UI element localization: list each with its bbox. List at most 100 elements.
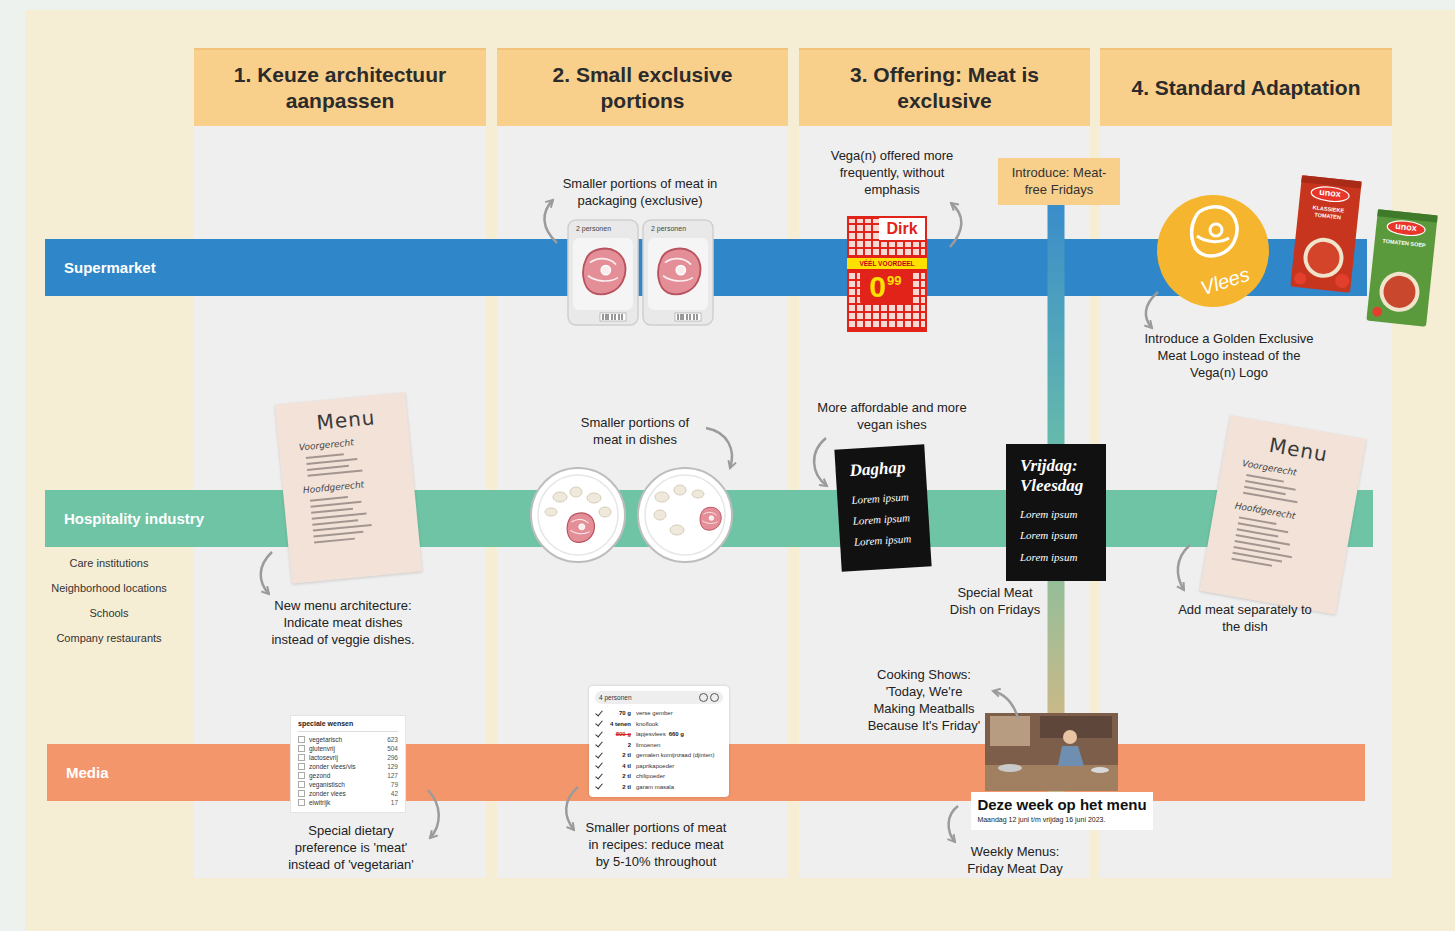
flyer-cells bbox=[849, 271, 925, 328]
checkbox bbox=[298, 763, 305, 770]
leader-arrows bbox=[261, 200, 1190, 842]
soup-bowl bbox=[1302, 236, 1346, 280]
logo-fat bbox=[1197, 236, 1229, 242]
tray bbox=[643, 220, 713, 325]
checkbox bbox=[298, 745, 305, 752]
servings-bar: 4 personen bbox=[595, 691, 723, 704]
plate bbox=[531, 468, 625, 562]
tomato bbox=[1334, 273, 1349, 288]
band-label: Supermarket bbox=[45, 239, 156, 296]
text-line bbox=[1236, 534, 1291, 546]
steak bbox=[583, 249, 625, 295]
leader-arrow bbox=[950, 203, 961, 247]
ingredient-row: 800 glapjesvlees660 g bbox=[595, 729, 723, 740]
flyer-cells bbox=[849, 219, 879, 257]
flyer-band bbox=[847, 258, 927, 269]
filter-count: 129 bbox=[387, 763, 398, 770]
ingredient-name: limoenen bbox=[636, 742, 660, 748]
menu-section: Hoofdgerecht bbox=[303, 476, 403, 496]
group-label: Schools bbox=[34, 606, 184, 620]
weekly-menu-box: Deze week op het menuMaandag 12 juni t/m… bbox=[971, 792, 1152, 830]
leader-arrow bbox=[1178, 545, 1190, 590]
leader-arrow bbox=[428, 790, 439, 838]
text-line bbox=[310, 496, 348, 502]
servings-buttons bbox=[697, 693, 719, 702]
annotation: Vega(n) offered more frequently, without… bbox=[822, 148, 962, 199]
ingredient-name: lapjesvlees bbox=[636, 731, 666, 737]
text-line bbox=[311, 507, 353, 513]
brand-oval bbox=[1311, 185, 1350, 203]
meat-tray bbox=[568, 220, 638, 325]
price-ground bbox=[860, 270, 912, 304]
ingredient-row: 2limoenen bbox=[595, 740, 723, 751]
soup-pack bbox=[1366, 209, 1437, 327]
potato bbox=[553, 492, 567, 502]
ingredient-name: chilipoeder bbox=[636, 773, 665, 779]
flyer-logo: Dirk bbox=[879, 220, 925, 238]
servings-label: 4 personen bbox=[599, 694, 632, 701]
ingredient-row: 2 tlgaram masala bbox=[595, 782, 723, 793]
tray-inner bbox=[648, 238, 708, 310]
leader-arrow bbox=[814, 438, 827, 486]
logo-bone bbox=[1210, 224, 1222, 236]
checkbox bbox=[298, 736, 305, 743]
potato bbox=[674, 485, 686, 495]
filter-row: eiwitrijk17 bbox=[298, 798, 398, 807]
round-button bbox=[699, 693, 708, 702]
leader-arrow bbox=[261, 552, 272, 594]
photo-shelves bbox=[990, 716, 1030, 746]
filter-row: zonder vlees42 bbox=[298, 789, 398, 798]
dietary-filter-card: speciale wensenvegetarisch623glutenvrij5… bbox=[290, 715, 406, 813]
meat-logo bbox=[1157, 195, 1269, 307]
potato bbox=[654, 510, 666, 520]
check-mark bbox=[595, 761, 603, 769]
tray-inner bbox=[573, 238, 633, 310]
plate-inner bbox=[645, 475, 725, 555]
dish-line: Lorem ipsum bbox=[1020, 528, 1098, 542]
plate-rim bbox=[638, 468, 732, 562]
dish-card: Vrijdag: VleesdagLorem ipsumLorem ipsumL… bbox=[1006, 444, 1106, 581]
soup-bowl bbox=[1378, 270, 1422, 314]
checkbox bbox=[298, 790, 305, 797]
potato bbox=[599, 507, 611, 517]
annotation: Smaller portions of meat in dishes bbox=[567, 415, 703, 449]
intro-box: Introduce: Meat-free Fridays bbox=[998, 158, 1120, 205]
flyer-price: 0 bbox=[860, 272, 886, 302]
annotation: Weekly Menus: Friday Meat Day bbox=[960, 844, 1070, 878]
text-line bbox=[314, 537, 355, 543]
potato bbox=[570, 487, 582, 497]
tray bbox=[568, 220, 638, 325]
filter-row: vegetarisch623 bbox=[298, 735, 398, 744]
plate-rim bbox=[531, 468, 625, 562]
barcode-lines bbox=[603, 314, 622, 320]
ingredient-new-amount: 660 g bbox=[669, 731, 684, 737]
filter-count: 504 bbox=[387, 745, 398, 752]
barcode-lines bbox=[678, 314, 697, 320]
filter-count: 42 bbox=[391, 790, 398, 797]
filter-count: 17 bbox=[391, 799, 398, 806]
barcode bbox=[600, 313, 626, 321]
dish-line: Lorem ipsum bbox=[852, 510, 921, 528]
flyer-banner: VÉÉL VOORDEEL bbox=[847, 258, 927, 269]
text-line bbox=[307, 465, 349, 471]
filter-count: 127 bbox=[387, 772, 398, 779]
pack-top bbox=[1377, 209, 1437, 222]
week-title: Deze week op het menu bbox=[977, 795, 1146, 815]
leader-arrow bbox=[1146, 292, 1158, 328]
pack-label: 2 personen bbox=[651, 225, 709, 232]
annotation: Cooking Shows: 'Today, We're Making Meat… bbox=[863, 667, 985, 735]
dish-line: Lorem ipsum bbox=[1020, 507, 1098, 521]
menu-card: MenuVoorgerechtHoofdgerecht bbox=[275, 392, 423, 584]
filter-row: veganistisch79 bbox=[298, 780, 398, 789]
barcode bbox=[675, 313, 701, 321]
ingredient-row: 70 gverse gember bbox=[595, 708, 723, 719]
pack-top bbox=[1301, 175, 1361, 188]
check-mark bbox=[595, 708, 603, 716]
filter-option: vegetarisch bbox=[309, 736, 387, 743]
filter-row: lactosevrij296 bbox=[298, 753, 398, 762]
filter-row: glutenvrij504 bbox=[298, 744, 398, 753]
flyer bbox=[847, 216, 927, 332]
column-header: 1. Keuze architectuur aanpassen bbox=[194, 48, 486, 126]
filter-row: zonder vlees/vis129 bbox=[298, 762, 398, 771]
potato bbox=[655, 492, 669, 502]
